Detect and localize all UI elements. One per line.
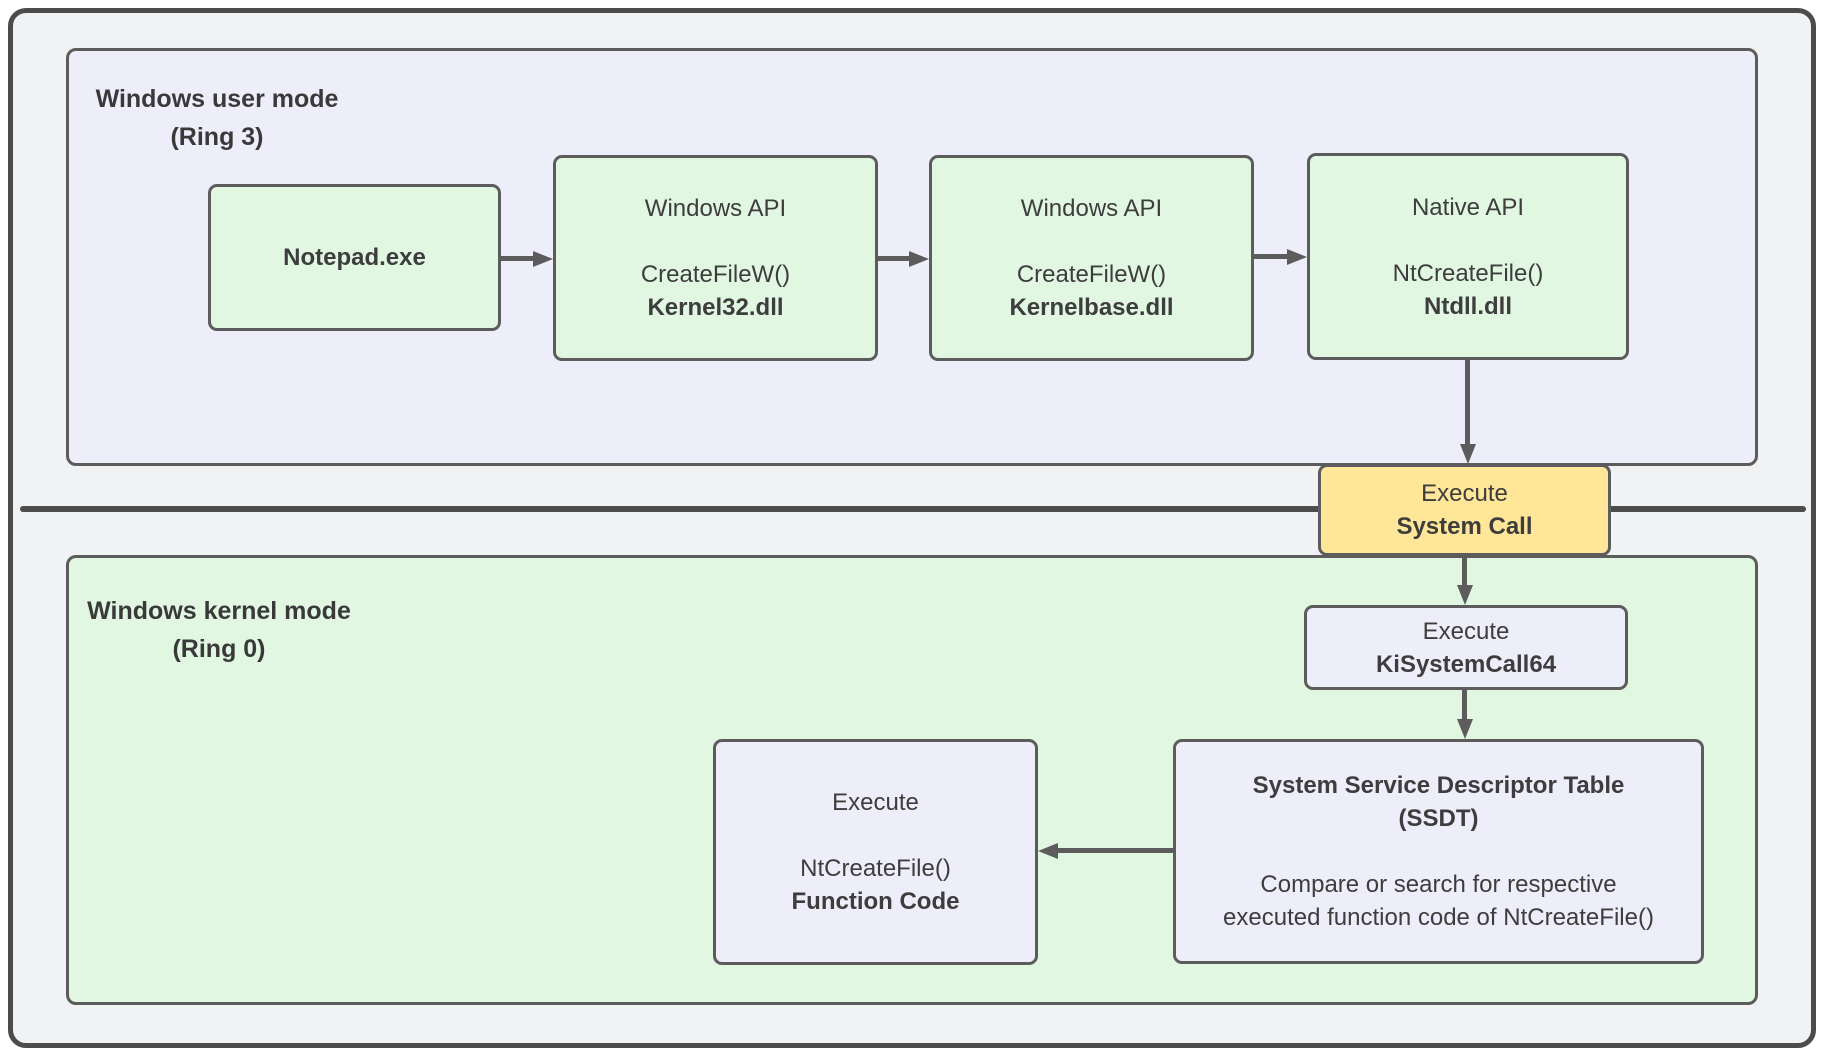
user-mode-label: Windows user mode (Ring 3) (92, 80, 342, 156)
ring-divider-line (20, 506, 1806, 512)
arrow-ssdt-to-function-code-icon (1057, 848, 1173, 853)
arrow-system-call-to-ki-system-call-icon (1462, 556, 1467, 586)
windows-api-kernelbase-box: Windows API CreateFileW() Kernelbase.dll (929, 155, 1254, 361)
kernelbase-call: CreateFileW() (1016, 261, 1167, 288)
kernel32-header: Windows API (644, 195, 787, 222)
kernel-mode-label: Windows kernel mode (Ring 0) (86, 592, 352, 668)
kernelbase-header: Windows API (1020, 195, 1163, 222)
function-code-call: NtCreateFile() (800, 855, 951, 882)
function-code-line1: Execute (832, 789, 919, 816)
ssdt-body-line1: Compare or search for respective (1260, 871, 1617, 898)
arrow-notepad-to-kernel32-icon (501, 256, 534, 261)
arrow-kernel32-to-kernelbase-icon (878, 256, 910, 261)
execute-system-call-line1: Execute (1421, 480, 1508, 507)
notepad-box: Notepad.exe (208, 184, 501, 331)
execute-system-call-line2: System Call (1396, 513, 1533, 540)
arrow-kernelbase-to-native-api-icon (1254, 254, 1288, 259)
native-api-call: NtCreateFile() (1392, 259, 1544, 287)
ssdt-title-line2: (SSDT) (1398, 805, 1479, 832)
native-api-header: Native API (1411, 193, 1525, 221)
ki-system-call-line1: Execute (1422, 617, 1510, 645)
ssdt-box: System Service Descriptor Table (SSDT) C… (1173, 739, 1704, 964)
native-api-module: Ntdll.dll (1424, 292, 1512, 320)
windows-api-kernel32-box: Windows API CreateFileW() Kernel32.dll (553, 155, 878, 361)
ki-system-call-line2: KiSystemCall64 (1375, 650, 1557, 678)
notepad-title: Notepad.exe (283, 244, 426, 271)
native-api-box: Native API NtCreateFile() Ntdll.dll (1307, 153, 1629, 360)
kernel-mode-title: Windows kernel mode (87, 597, 351, 625)
execute-system-call-box: Execute System Call (1318, 464, 1611, 556)
function-code-box: Execute NtCreateFile() Function Code (713, 739, 1038, 965)
ssdt-body-line2: executed function code of NtCreateFile() (1223, 904, 1654, 931)
user-mode-subtitle: (Ring 3) (170, 123, 264, 151)
ssdt-title-line1: System Service Descriptor Table (1252, 772, 1625, 799)
kernelbase-module: Kernelbase.dll (1009, 294, 1174, 321)
arrow-native-api-to-system-call-icon (1465, 360, 1470, 445)
kernel32-call: CreateFileW() (640, 261, 791, 288)
kernel-mode-subtitle: (Ring 0) (172, 635, 266, 663)
arrow-ki-system-call-to-ssdt-icon (1462, 690, 1467, 720)
function-code-emphasis: Function Code (791, 888, 960, 915)
user-mode-title: Windows user mode (95, 85, 339, 113)
kernel32-module: Kernel32.dll (647, 294, 784, 321)
ki-system-call-box: Execute KiSystemCall64 (1304, 605, 1628, 690)
